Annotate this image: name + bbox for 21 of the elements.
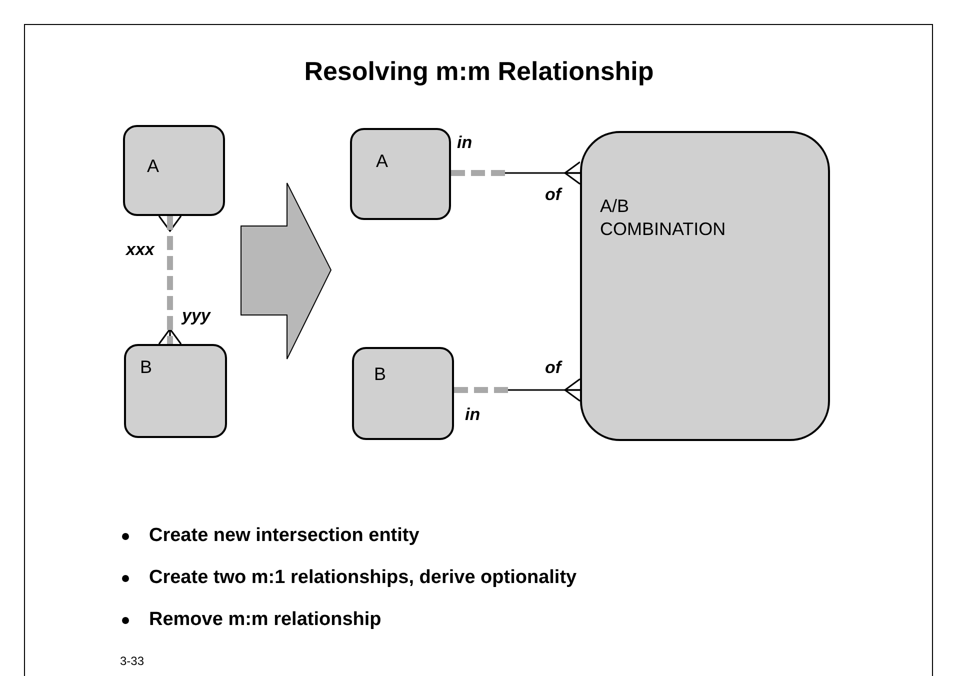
entity-name: B	[140, 356, 152, 378]
relationship-label: in	[457, 133, 472, 153]
entity-box	[350, 128, 451, 220]
relationship-label: of	[545, 185, 562, 205]
bullet-text: Remove m:m relationship	[149, 609, 382, 631]
relationship-label: yyy	[182, 306, 210, 326]
relationship-label: xxx	[126, 240, 154, 260]
entity-box	[352, 347, 454, 440]
entity-name: A	[376, 150, 388, 172]
entity-name: A	[147, 155, 160, 178]
bullet-text: Create new intersection entity	[149, 525, 420, 547]
entity-box	[580, 131, 830, 441]
entity-name: B	[374, 363, 386, 386]
page-number: 3-33	[120, 654, 144, 668]
entity-box	[124, 344, 227, 438]
entity-box	[123, 125, 225, 216]
bullet-text: Create two m:1 relationships, derive optionality	[149, 567, 577, 589]
title: Resolving m:m Relationship	[303, 56, 655, 87]
relationship-label: in	[465, 405, 480, 425]
relationship-label: of	[545, 358, 562, 378]
entity-name: A/B COMBINATION	[600, 195, 727, 240]
